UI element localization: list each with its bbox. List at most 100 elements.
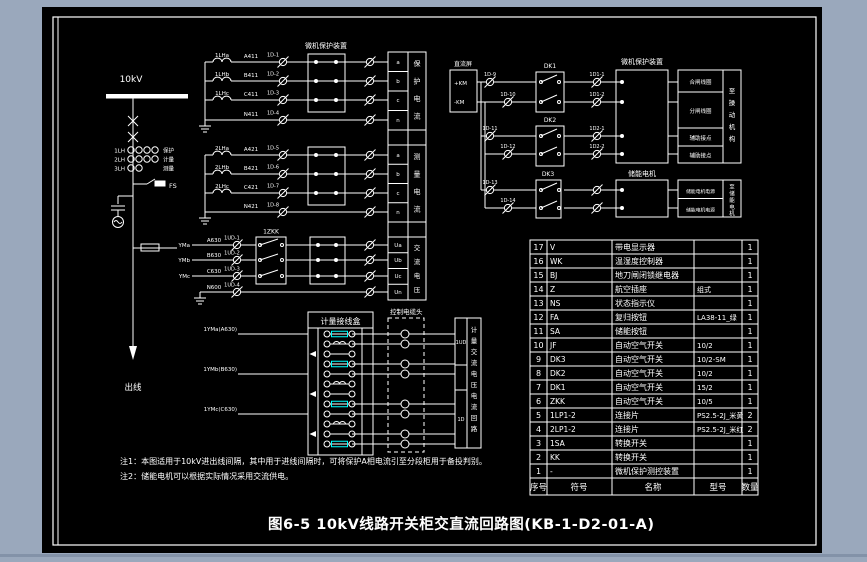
table-cell: 2LP1-2 <box>550 425 576 434</box>
wire-label: A421 <box>244 147 258 153</box>
fuse-link-icon <box>331 330 348 338</box>
table-cell: 2 <box>747 425 752 434</box>
wire-label: N421 <box>244 204 259 210</box>
wire-label: B630 <box>207 253 222 259</box>
terminal-icon <box>277 94 289 106</box>
table-cell: 17 <box>533 243 543 252</box>
table-cell: 1 <box>747 243 752 252</box>
table-cell: 9 <box>536 355 541 364</box>
ct-ring-icon <box>135 164 143 172</box>
terminal-ring <box>348 390 356 398</box>
table-cell: 1 <box>747 313 752 322</box>
table-cell: 1 <box>536 467 541 476</box>
terminal-label: 1D-8 <box>267 203 279 209</box>
dk3-box <box>535 179 562 219</box>
terminal-icon <box>591 184 603 196</box>
control-cable-label: 控制电缆头 <box>390 307 423 316</box>
arrow-left-icon <box>309 391 316 397</box>
table-cell: V <box>550 243 556 252</box>
dc-device-box <box>615 69 669 164</box>
table-cell: 连接片 <box>615 410 639 420</box>
table-cell: - <box>550 467 553 476</box>
mechanism-box <box>677 69 742 164</box>
terminal-label: 1UD-3 <box>224 267 240 273</box>
terminal-icon <box>231 239 243 251</box>
terminal-icon <box>591 130 603 142</box>
fuse-link-icon <box>331 400 348 408</box>
arrow-left-icon <box>309 351 316 357</box>
contact-pin <box>280 243 284 247</box>
wire <box>259 253 279 261</box>
terminal-icon <box>277 149 289 161</box>
strip-row-label: b <box>396 172 400 178</box>
table-cell: 4 <box>536 425 541 434</box>
ct-ring-icon <box>127 164 135 172</box>
strip-row-label: c <box>396 191 399 197</box>
terminal-icon <box>364 114 376 126</box>
terminal-icon <box>364 239 376 251</box>
terminal-ring <box>348 420 356 428</box>
strip-row-label: Ub <box>394 258 402 264</box>
terminal-label: 1D-3 <box>267 91 279 97</box>
table-cell: 13 <box>533 299 543 308</box>
contact-pin <box>557 134 561 138</box>
ct-coil-icon <box>333 421 346 425</box>
sld-ct-label: 2LH <box>114 158 125 164</box>
terminal-label: 1UD-4 <box>224 283 240 289</box>
table-cell: JF <box>549 341 557 350</box>
table-cell: SA <box>550 327 561 336</box>
table-cell: 1 <box>747 285 752 294</box>
terminal-label: 1D-10 <box>500 92 515 98</box>
terminal-icon <box>364 206 376 218</box>
drawing-title: 图6-5 10kV线路开关柜交直流回路图(KB-1-D2-01-A) <box>268 515 655 533</box>
sld-ct-use: 测量 <box>163 165 175 173</box>
sld-ct-use: 计量 <box>163 156 175 164</box>
terminal-icon <box>231 254 243 266</box>
mech-row-aux-1: 辅助接点 <box>689 134 712 142</box>
arrow-left-icon <box>309 431 316 437</box>
bom-header-qty: 数量 <box>741 482 759 493</box>
contact-pin <box>557 206 561 210</box>
ct-label: 1LHa <box>215 53 229 59</box>
strip-row-label: a <box>396 153 399 159</box>
table-cell: PS2.5-2J_米黄 <box>697 411 743 420</box>
breaker-icon <box>127 115 139 143</box>
pt-branch-icon <box>111 195 133 228</box>
bus-voltage-label: 10kV <box>120 75 144 85</box>
terminal-icon <box>364 168 376 180</box>
table-cell: 组式 <box>697 285 711 294</box>
table-cell: 1 <box>747 439 752 448</box>
table-cell: 14 <box>533 285 543 294</box>
table-cell: 11 <box>533 327 543 336</box>
table-cell: 1LP1-2 <box>550 411 576 420</box>
terminal-ring <box>323 410 331 418</box>
motor-row-1: 储能电机电源 <box>686 188 715 195</box>
terminal-icon <box>277 206 289 218</box>
table-cell: 1 <box>747 397 752 406</box>
window-edge <box>0 554 867 557</box>
terminal-icon <box>231 270 243 282</box>
wire <box>259 269 279 277</box>
motor-box-label: 储能电机 <box>628 169 656 178</box>
ct-label: 1LHc <box>215 91 229 97</box>
contact-pin <box>280 274 284 278</box>
table-cell: 自动空气开关 <box>615 368 663 378</box>
bom-header-model: 型号 <box>709 483 726 493</box>
terminal-icon <box>277 187 289 199</box>
dk3-label: DK3 <box>542 171 555 178</box>
table-cell: 1SA <box>550 439 566 448</box>
dk2-box <box>535 125 565 167</box>
terminal-label: 1D2-1 <box>589 126 604 132</box>
ct-label: 2LHc <box>215 184 229 190</box>
table-cell: 3 <box>536 439 541 448</box>
terminal-icon <box>591 76 603 88</box>
table-cell: 转换开关 <box>615 452 647 462</box>
note-2: 注2：储能电机可以根据实际情况采用交流供电。 <box>120 471 293 481</box>
